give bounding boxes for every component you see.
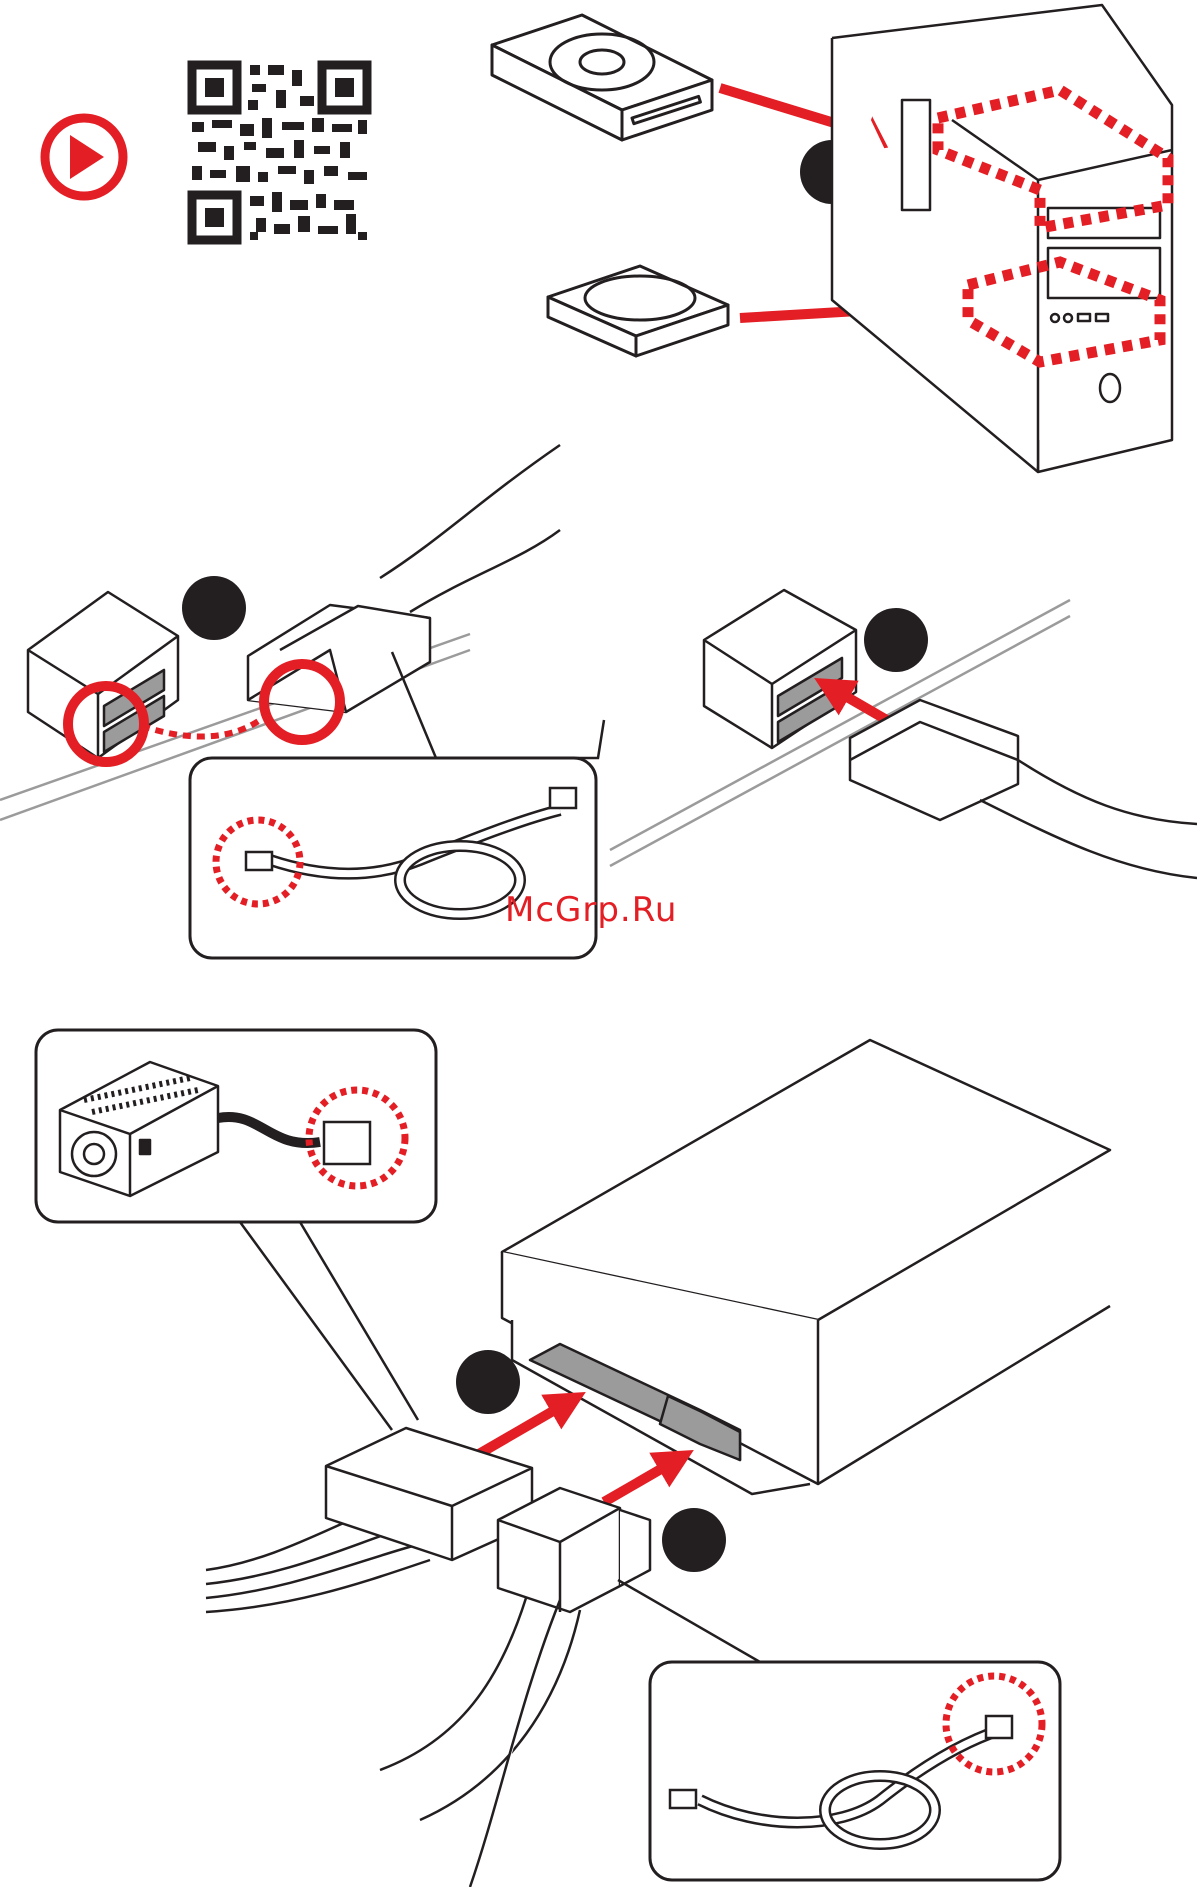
step-marker-dot <box>662 1508 726 1572</box>
step-marker-dot <box>864 608 928 672</box>
optical-disc-drive-icon <box>492 15 712 140</box>
play-button-icon[interactable] <box>45 118 123 196</box>
sata-power-connector <box>206 1428 532 1612</box>
step-marker-dot <box>456 1350 520 1414</box>
panel-sata-cable <box>0 445 1197 958</box>
drive-rear-view <box>502 1040 1110 1494</box>
sata-cable-left <box>248 445 560 712</box>
psu-callout <box>36 1030 436 1430</box>
watermark-text: McGrp.Ru <box>505 890 705 930</box>
hard-disk-drive-icon <box>548 266 728 356</box>
qr-code-icon[interactable] <box>192 65 367 240</box>
sata-cable-right <box>850 700 1197 878</box>
arrow-data <box>604 1458 680 1502</box>
inset-cable-callout-right <box>618 1580 1060 1880</box>
sata-port-block-right <box>704 590 856 748</box>
panel-install-drives <box>45 5 1172 472</box>
panel-drive-connection <box>36 1030 1110 1887</box>
step-marker-dot <box>182 576 246 640</box>
pc-tower-icon <box>832 5 1172 472</box>
